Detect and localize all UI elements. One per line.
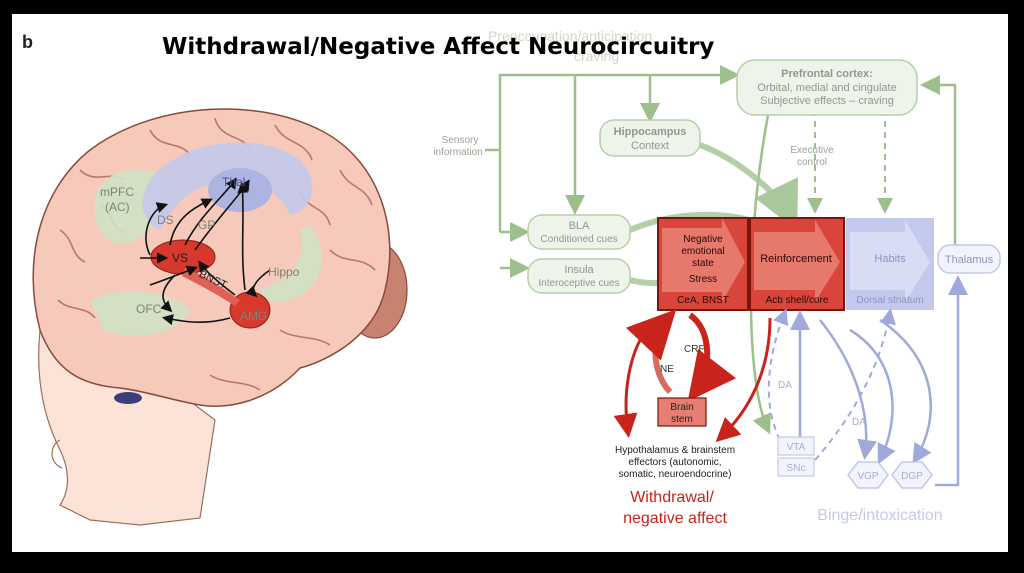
interoceptive-cues-label: Interoceptive cues (538, 278, 619, 289)
dgp-label: DGP (901, 471, 923, 482)
dorsal-striatum-region (142, 142, 313, 230)
withdrawal-label-2: negative affect (623, 510, 727, 527)
executive-control-arrows (807, 110, 893, 214)
negative-line3: state (692, 258, 714, 269)
ne-label: NE (660, 364, 674, 375)
eye-icon (114, 392, 142, 404)
brain-illustration: mPFC (AC) DS GP AMG Hippo OFC Thal VS BN… (32, 108, 408, 526)
brain-stem-box (657, 397, 707, 427)
cortical-sulci (57, 117, 376, 391)
pfc-line3: Subjective effects – craving (760, 95, 894, 107)
reinforcement-label: Reinforcement (760, 253, 832, 265)
page-title: Withdrawal/Negative Affect Neurocircuitr… (162, 34, 715, 60)
sensory-label: Sensory (442, 135, 479, 146)
label-vs: VS (172, 251, 188, 265)
circuit-diagram: Preoccupation/anticipation craving (433, 28, 1001, 527)
habits-label: Habits (874, 253, 906, 265)
label-mpfc: mPFC (100, 185, 134, 199)
crf-label: CRF (684, 344, 705, 355)
context-label: Context (631, 140, 669, 152)
conditioned-cues-label: Conditioned cues (540, 234, 617, 245)
dorsal-striatum-label: Dorsal striatum (856, 295, 923, 306)
da-label-1: DA (778, 380, 792, 391)
brain-connections (139, 177, 271, 326)
da-label-2: DA (852, 417, 866, 428)
brain-stem-line1: Brain (670, 402, 693, 413)
dgp-node (891, 461, 933, 489)
label-hippo: Hippo (268, 265, 300, 279)
brain-stem-line2: stem (671, 414, 693, 425)
vta-box (777, 436, 815, 456)
hippocampus-label: Hippocampus (614, 126, 687, 138)
stress-label: Stress (689, 274, 717, 285)
acb-label: Acb shell/core (766, 295, 829, 306)
executive-label: Executive (790, 145, 834, 156)
hypothalamus-line3: somatic, neuroendocrine) (619, 469, 732, 480)
hypothalamus-line2: effectors (autonomic, (628, 457, 721, 468)
nose-outline (51, 439, 63, 469)
bla-box (527, 214, 631, 250)
vgp-node (847, 461, 889, 489)
snc-box (777, 457, 815, 477)
control-label: control (797, 157, 827, 168)
binge-label: Binge/intoxication (817, 507, 942, 524)
habits-arrow (850, 220, 930, 302)
vgp-label: VGP (857, 471, 878, 482)
thalamus-box (937, 244, 1001, 274)
hippocampus-box (599, 119, 701, 157)
pfc-line2: Orbital, medial and cingulate (757, 82, 896, 94)
insula-label: Insula (564, 264, 594, 276)
vta-label: VTA (787, 442, 806, 453)
negative-line1: Negative (683, 234, 723, 245)
label-amg: AMG (240, 309, 267, 323)
reinforcement-arrow (754, 220, 840, 302)
negative-line2: emotional (681, 246, 724, 257)
pfc-box (736, 59, 918, 116)
hippo-region (259, 225, 322, 302)
negative-state-arrow (662, 218, 745, 302)
sensory-information-label: information (433, 147, 482, 158)
stress-loop (625, 309, 736, 402)
cea-bnst-label: CeA, BNST (677, 295, 729, 306)
withdrawal-label-1: Withdrawal/ (630, 489, 714, 506)
blue-connections (790, 275, 968, 487)
label-ds: DS (157, 213, 174, 227)
label-craving: craving (574, 48, 619, 64)
snc-label: SNc (787, 463, 806, 474)
bla-label: BLA (569, 220, 590, 232)
label-gp: GP (198, 218, 215, 232)
label-thal: Thal (222, 175, 245, 189)
pfc-title: Prefrontal cortex: (781, 68, 873, 80)
thalamus-label: Thalamus (945, 254, 994, 266)
label-ac: (AC) (105, 200, 130, 214)
label-ofc: OFC (136, 302, 162, 316)
panel-letter: b (22, 32, 33, 52)
insula-box (527, 258, 631, 294)
da-projections (767, 308, 896, 461)
label-preoccupation: Preoccupation/anticipation (488, 28, 652, 44)
bnst-region (182, 268, 240, 306)
hypothalamus-line1: Hypothalamus & brainstem (615, 445, 735, 456)
